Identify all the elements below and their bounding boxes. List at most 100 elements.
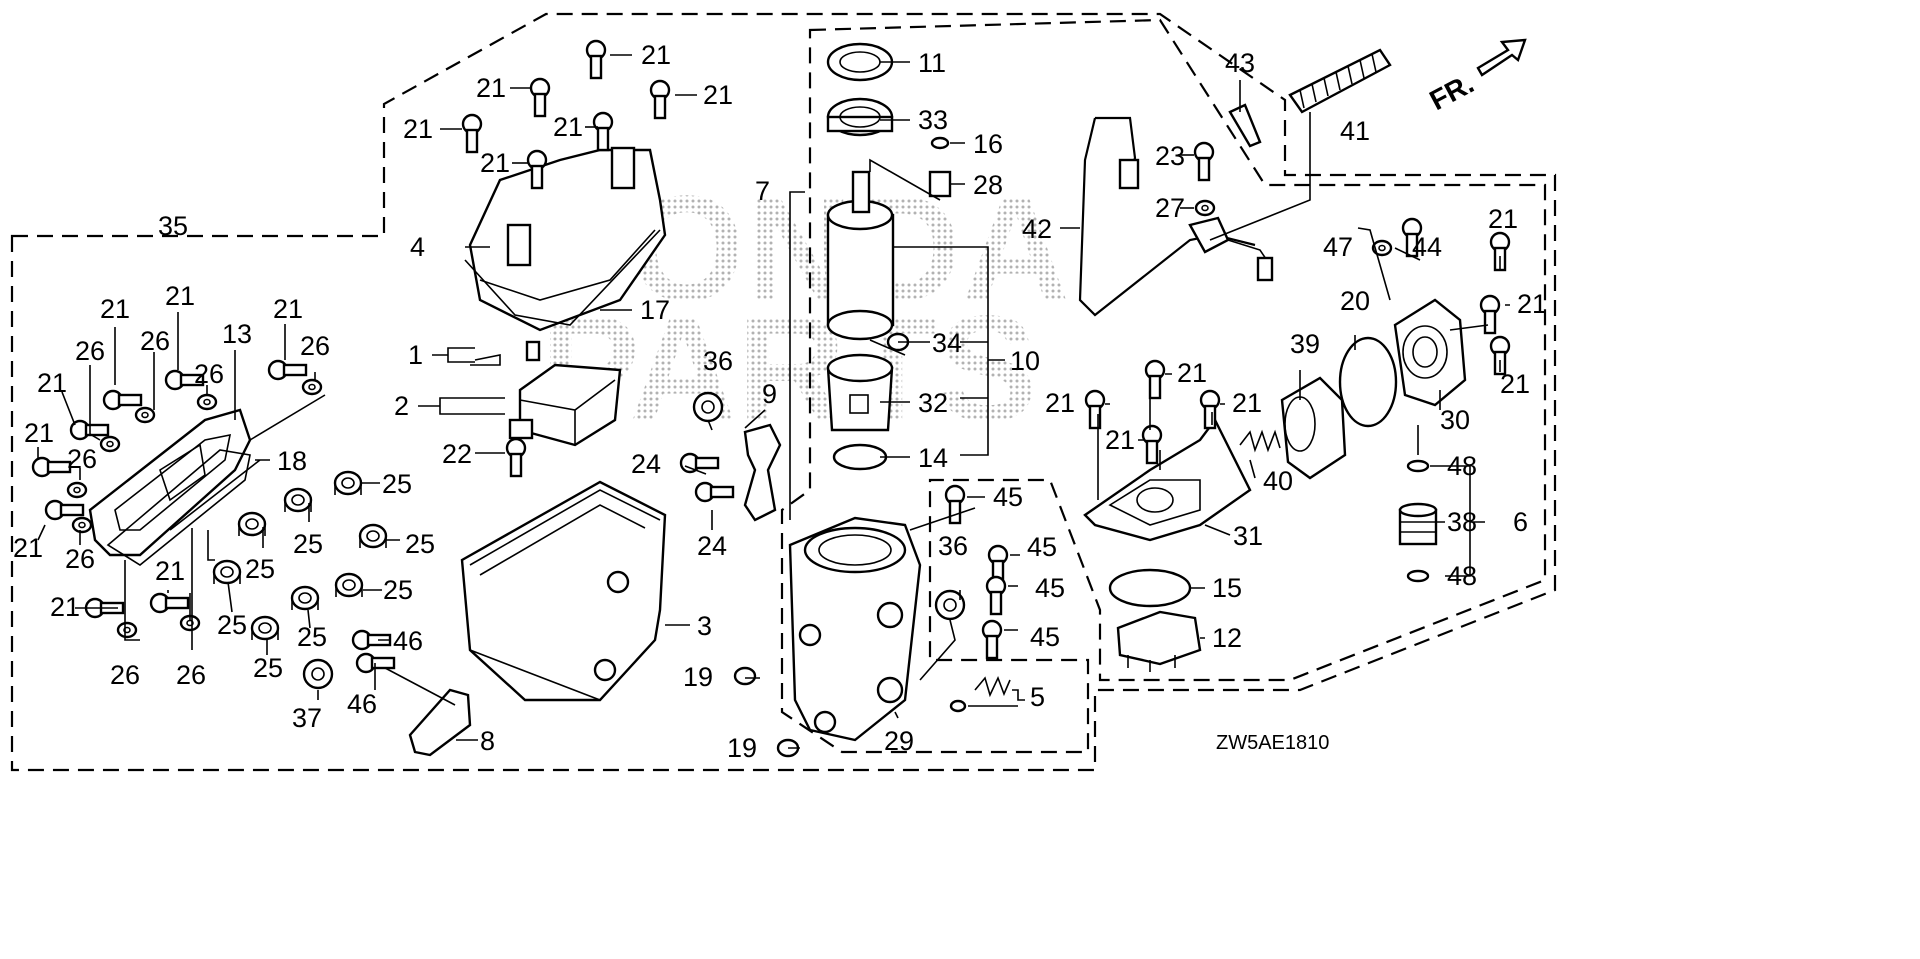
label-21: 21 xyxy=(703,80,733,110)
part-33-cap xyxy=(826,97,894,137)
label-21: 21 xyxy=(403,114,433,144)
part-41-hose xyxy=(1288,48,1392,114)
label-31: 31 xyxy=(1233,521,1263,551)
part-42-terminal xyxy=(1256,256,1274,282)
part-14-oring xyxy=(832,443,888,471)
part-21-bolt xyxy=(1479,294,1501,335)
label-21: 21 xyxy=(100,294,130,324)
label-21: 21 xyxy=(1488,204,1518,234)
label-10: 10 xyxy=(1010,346,1040,376)
label-21: 21 xyxy=(480,148,510,178)
label-41: 41 xyxy=(1340,116,1370,146)
label-48: 48 xyxy=(1447,561,1477,591)
part-22-screw xyxy=(505,437,527,478)
part-25-sleeve xyxy=(334,572,364,599)
part-26-washer xyxy=(134,406,156,424)
label-25: 25 xyxy=(297,622,327,652)
part-21-bolt xyxy=(44,499,85,521)
part-21-bolt xyxy=(267,359,308,381)
label-23: 23 xyxy=(1155,141,1185,171)
part-37-gear xyxy=(302,658,334,690)
part-25-sleeve xyxy=(250,615,280,642)
label-15: 15 xyxy=(1212,573,1242,603)
part-25-sleeve xyxy=(290,585,320,612)
part-19-oring-upper xyxy=(733,666,757,686)
label-1: 1 xyxy=(408,340,423,370)
label-45: 45 xyxy=(1030,622,1060,652)
part-1-pin xyxy=(525,340,541,362)
diagram-code: ZW5AE1810 xyxy=(1216,732,1329,754)
part-21-bolt xyxy=(102,389,143,411)
label-19: 19 xyxy=(727,733,757,763)
label-33: 33 xyxy=(918,105,948,135)
part-27-washer xyxy=(1194,199,1216,217)
label-21: 21 xyxy=(1105,425,1135,455)
label-27: 27 xyxy=(1155,193,1185,223)
label-26: 26 xyxy=(194,359,224,389)
label-43: 43 xyxy=(1225,48,1255,78)
label-32: 32 xyxy=(918,388,948,418)
label-46: 46 xyxy=(347,689,377,719)
part-29-housing xyxy=(788,516,922,742)
part-25-sleeve xyxy=(358,523,388,550)
part-26-washer xyxy=(116,621,138,639)
part-25-sleeve xyxy=(333,470,363,497)
label-26: 26 xyxy=(67,444,97,474)
part-17-gasket xyxy=(464,229,661,326)
part-40-spring xyxy=(1239,429,1281,453)
part-21-bolt xyxy=(149,592,190,614)
label-25: 25 xyxy=(383,575,413,605)
part-1-clip xyxy=(470,354,501,366)
part-3-bowl xyxy=(460,480,667,702)
label-21: 21 xyxy=(273,294,303,324)
part-9-bracket xyxy=(743,423,782,522)
part-21-bolt xyxy=(1141,424,1163,465)
label-35: 35 xyxy=(158,211,188,241)
label-26: 26 xyxy=(140,326,170,356)
label-21: 21 xyxy=(641,40,671,70)
part-13-plate xyxy=(88,408,252,557)
label-39: 39 xyxy=(1290,329,1320,359)
label-26: 26 xyxy=(65,544,95,574)
front-direction-arrow: FR. xyxy=(1424,38,1527,117)
label-44: 44 xyxy=(1412,232,1442,262)
part-18-gasket xyxy=(106,449,251,566)
part-25-sleeve xyxy=(212,559,242,586)
label-26: 26 xyxy=(110,660,140,690)
watermark-line-2: PARTS xyxy=(540,284,1037,452)
part-48-washer-top xyxy=(1406,459,1430,473)
part-24-bolt xyxy=(679,452,720,474)
label-25: 25 xyxy=(217,610,247,640)
part-21-bolt xyxy=(529,77,551,118)
label-21: 21 xyxy=(1177,358,1207,388)
label-46: 46 xyxy=(393,626,423,656)
part-2-module xyxy=(508,363,622,447)
part-32-filter xyxy=(826,353,894,432)
label-21: 21 xyxy=(50,592,80,622)
part-20-oring xyxy=(1338,336,1398,428)
label-21: 21 xyxy=(1517,289,1547,319)
part-21-bolt xyxy=(461,113,483,154)
label-18: 18 xyxy=(277,446,307,476)
part-16-washer xyxy=(930,136,950,150)
part-39-filter xyxy=(1280,376,1347,480)
fr-label: FR. xyxy=(1424,68,1478,117)
part-21-bolt xyxy=(585,39,607,80)
label-25: 25 xyxy=(293,529,323,559)
label-13: 13 xyxy=(222,319,252,349)
label-12: 12 xyxy=(1212,623,1242,653)
part-42-connector xyxy=(1118,158,1140,190)
part-26-washer xyxy=(71,516,93,534)
label-25: 25 xyxy=(245,554,275,584)
part-23-bolt xyxy=(1193,141,1215,182)
label-21: 21 xyxy=(476,73,506,103)
part-labels: 21 21 21 21 21 21 4 17 1 2 22 35 21 21 2… xyxy=(13,40,1547,763)
label-4: 4 xyxy=(410,232,425,262)
label-36: 36 xyxy=(703,346,733,376)
part-36-gear-lower xyxy=(934,589,966,621)
part-24-bolt xyxy=(694,481,735,503)
label-22: 22 xyxy=(442,439,472,469)
label-37: 37 xyxy=(292,703,322,733)
label-36: 36 xyxy=(938,531,968,561)
